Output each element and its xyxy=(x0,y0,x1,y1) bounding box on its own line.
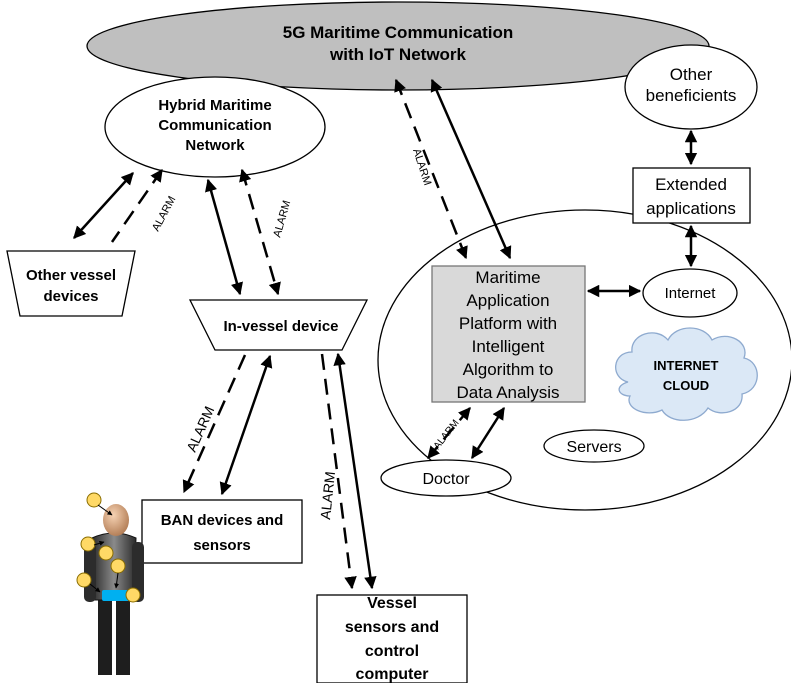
vessel-sensors-line1: Vessel xyxy=(367,595,417,612)
arrow-in-vessel-sensors-solid xyxy=(333,352,377,590)
arrow-title-platform-alarm xyxy=(394,78,468,260)
internet-cloud-node: INTERNET CLOUD xyxy=(615,327,758,421)
other-vessel-devices-line1: Other vessel xyxy=(26,267,116,284)
other-beneficients-node: Other beneficients xyxy=(624,44,758,130)
platform-line5: Algorithm to xyxy=(463,360,554,379)
hybrid-network-line2: Communication xyxy=(158,117,271,134)
internet-node: Internet xyxy=(642,268,738,318)
servers-label: Servers xyxy=(566,439,621,456)
hybrid-network-line1: Hybrid Maritime xyxy=(158,97,271,114)
sensor-node-icon xyxy=(80,536,96,552)
platform-line6: Data Analysis xyxy=(457,383,560,402)
servers-node: Servers xyxy=(543,429,645,463)
extended-applications-node: Extended applications xyxy=(632,167,751,224)
platform-line2: Application xyxy=(466,291,549,310)
person-with-sensors-icon xyxy=(76,492,144,675)
arrow-in-vessel-sensors-alarm xyxy=(320,353,357,590)
title-line2: with IoT Network xyxy=(329,45,467,64)
other-beneficients-line2: beneficients xyxy=(646,86,737,105)
other-vessel-devices-node: Other vessel devices xyxy=(6,250,136,317)
internet-label: Internet xyxy=(665,285,717,302)
platform-line1: Maritime xyxy=(475,268,540,287)
ban-devices-line1: BAN devices and xyxy=(161,512,284,529)
title-node: 5G Maritime Communication with IoT Netwo… xyxy=(86,1,710,91)
alarm-label-vessel-sensors: ALARM xyxy=(317,471,338,521)
sensor-node-icon xyxy=(110,558,126,574)
internet-cloud-line2: CLOUD xyxy=(663,378,709,393)
vessel-sensors-line4: computer xyxy=(356,666,429,683)
cloud-shape xyxy=(615,327,758,421)
title-line1: 5G Maritime Communication xyxy=(283,23,513,42)
vessel-sensors-node: Vessel sensors and control computer xyxy=(316,594,468,683)
in-vessel-device-label: In-vessel device xyxy=(223,318,338,335)
sensor-node-icon xyxy=(125,587,141,603)
extended-applications-line2: applications xyxy=(646,199,736,218)
arrow-hybrid-in-vessel-solid xyxy=(205,178,243,296)
sensor-node-icon xyxy=(86,492,102,508)
alarm-label-other-vessel: ALARM xyxy=(150,194,178,233)
sensor-node-icon xyxy=(98,545,114,561)
other-beneficients-line1: Other xyxy=(670,65,713,84)
extended-applications-line1: Extended xyxy=(655,175,727,194)
alarm-label-title-platform: ALARM xyxy=(410,147,433,187)
arrow-platform-doctor-solid xyxy=(470,406,506,460)
doctor-node: Doctor xyxy=(380,459,512,497)
hybrid-network-ellipse xyxy=(104,76,326,178)
arrow-title-platform-solid xyxy=(430,78,512,260)
hybrid-network-node: Hybrid Maritime Communication Network xyxy=(104,76,326,178)
arrow-platform-doctor-alarm xyxy=(427,407,471,459)
in-vessel-device-node: In-vessel device xyxy=(188,299,369,351)
band-icon xyxy=(102,590,132,601)
vessel-sensors-line3: control xyxy=(365,643,419,660)
arrow-hybrid-other-vessel-solid xyxy=(73,172,134,239)
internet-cloud-line1: INTERNET xyxy=(654,358,719,373)
ban-devices-node: BAN devices and sensors xyxy=(141,499,303,564)
platform-line3: Platform with xyxy=(459,314,557,333)
arrow-hybrid-other-vessel-alarm xyxy=(110,168,164,243)
arrow-hybrid-in-vessel-alarm xyxy=(239,168,281,296)
platform-node: Maritime Application Platform with Intel… xyxy=(431,265,586,403)
vessel-sensors-line2: sensors and xyxy=(345,619,439,636)
platform-line4: Intelligent xyxy=(472,337,545,356)
ban-devices-line2: sensors xyxy=(193,537,251,554)
hybrid-network-line3: Network xyxy=(185,137,245,154)
sensor-node-icon xyxy=(76,572,92,588)
doctor-label: Doctor xyxy=(422,471,470,488)
other-vessel-devices-line2: devices xyxy=(43,288,98,305)
alarm-label-in-vessel: ALARM xyxy=(271,199,293,239)
arrow-in-vessel-ban-solid xyxy=(219,354,273,496)
